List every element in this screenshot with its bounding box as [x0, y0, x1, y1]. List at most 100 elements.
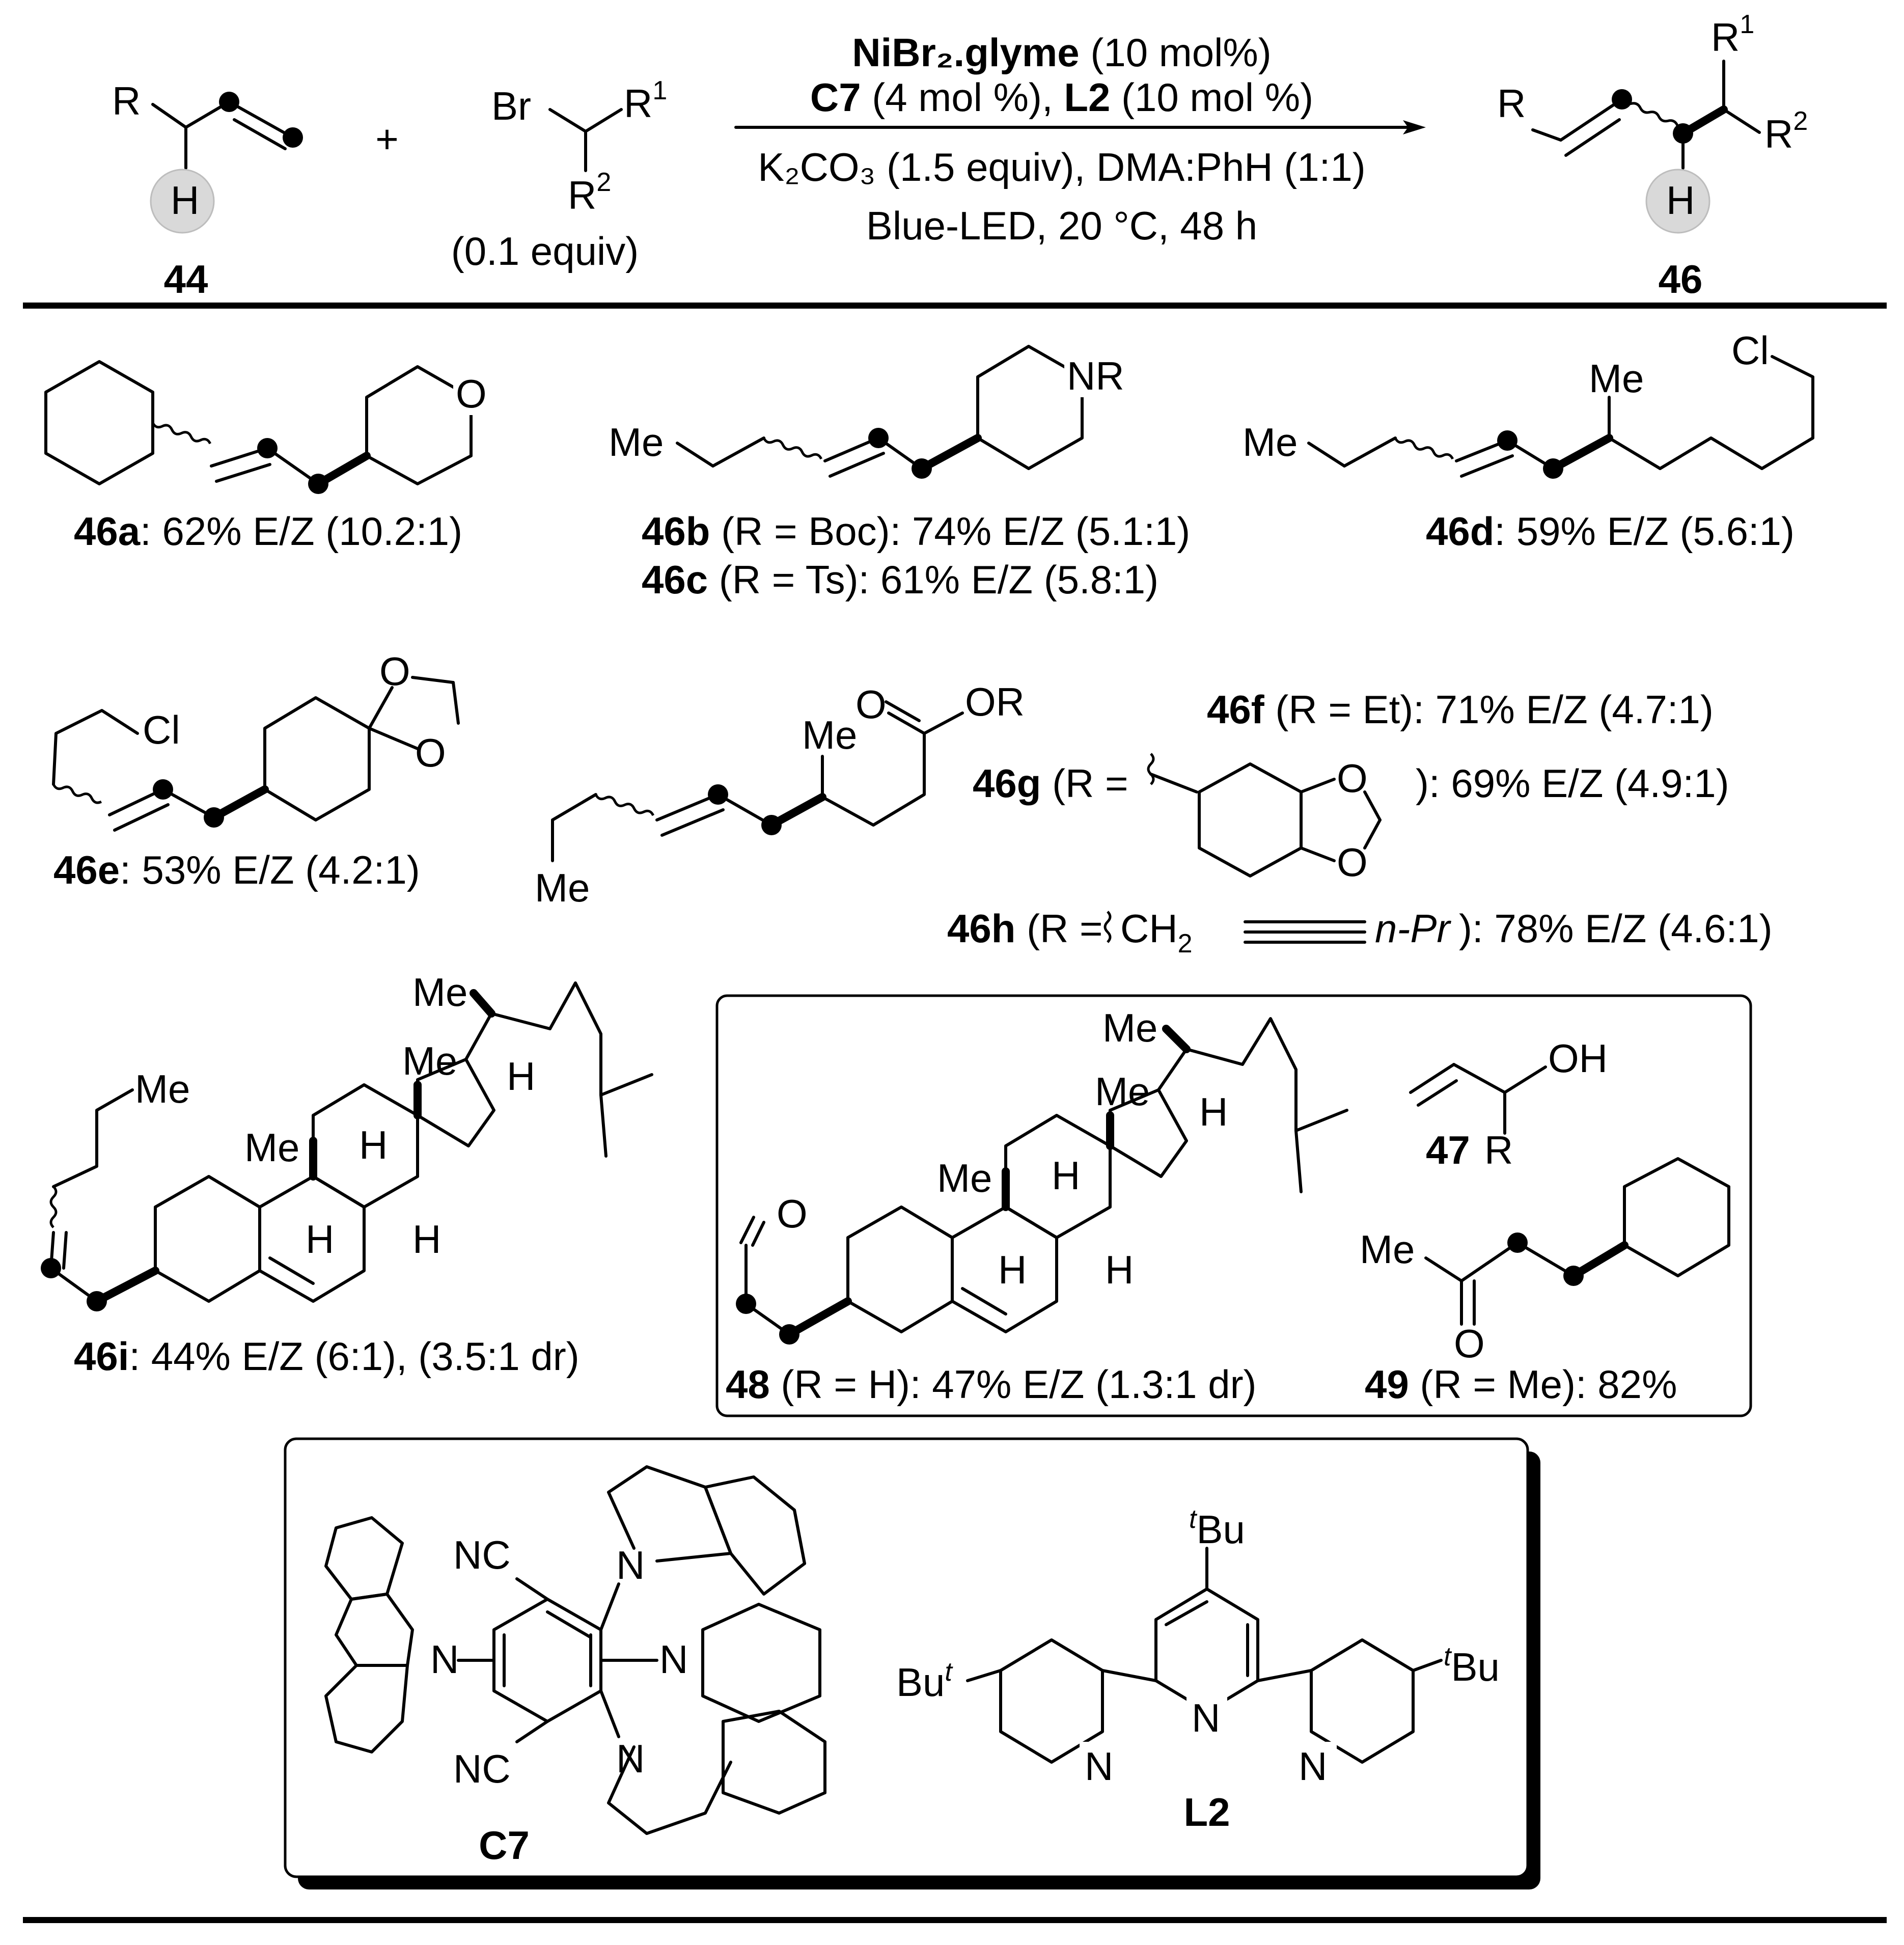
me-label: Me: [135, 1066, 190, 1111]
bromide-equiv: (0.1 equiv): [451, 229, 639, 273]
catalyst-box: [284, 1437, 1529, 1878]
caption-46c: 46c (R = Ts): 61% E/Z (5.8:1): [642, 557, 1158, 602]
oxygen-label: O: [379, 649, 410, 694]
compound-46e: Cl O O 46e: 53% E/Z (4.2:1): [52, 649, 460, 892]
r1-label: R1: [624, 76, 667, 126]
compound-46a: O 46a: 62% E/Z (10.2:1): [44, 360, 489, 554]
compound-49: Me O 49 (R = Me): 82%: [1360, 1157, 1730, 1407]
me-label: Me: [535, 865, 590, 910]
conditions-line-3: K₂CO₃ (1.5 equiv), DMA:PhH (1:1): [758, 145, 1365, 189]
caption-46e: 46e: 53% E/Z (4.2:1): [53, 847, 420, 892]
cyclohexane-ring: [263, 696, 371, 821]
methyl-label: Me: [1102, 1005, 1157, 1050]
attachment-wavy: [1103, 911, 1112, 943]
methyl-label: Me: [937, 1156, 992, 1200]
compound-46b: Me NR 46b (R = Boc): 74% E/Z (5.1:1) 46c…: [609, 345, 1190, 602]
caption-46i: 46i: 44% E/Z (6:1), (3.5:1 dr): [74, 1334, 580, 1379]
methyl-label: Me: [802, 713, 857, 757]
h-label: H: [359, 1122, 388, 1167]
plus-sign: +: [375, 117, 399, 161]
r2-label: R2: [568, 168, 611, 217]
n-label: N: [1192, 1695, 1220, 1740]
compound-number-47: 47: [1426, 1128, 1470, 1172]
me-label: Me: [609, 420, 664, 464]
hydroxyl-label: OH: [1548, 1036, 1608, 1081]
br-label: Br: [491, 84, 531, 128]
ligand-l2-label: L2: [1183, 1790, 1230, 1834]
h-label: H: [171, 178, 199, 223]
n-label: N: [1085, 1744, 1113, 1789]
carbon-dot: [283, 127, 303, 148]
npr-label: n-Pr: [1375, 906, 1451, 951]
svg-text:): 78% E/Z (4.6:1): ): 78% E/Z (4.6:1): [1459, 906, 1773, 951]
carbazole-core: [701, 1603, 821, 1723]
nr-label: NR: [1067, 353, 1124, 398]
hydrogen-sphere: [1645, 169, 1710, 234]
carbazole-benzo: [324, 1664, 409, 1754]
conditions-line-4: Blue-LED, 20 °C, 48 h: [866, 203, 1257, 248]
but-label: But: [896, 1657, 953, 1705]
caption-46a: 46a: 62% E/Z (10.2:1): [74, 509, 462, 554]
ch2-label: CH2: [1120, 906, 1193, 958]
caption-46d: 46d: 59% E/Z (5.6:1): [1426, 509, 1795, 554]
reactant-alkene-44: R H 44: [112, 78, 303, 302]
caption-46b: 46b (R = Boc): 74% E/Z (5.1:1): [642, 509, 1190, 554]
oxygen-label: O: [415, 730, 446, 775]
ring-a: [846, 1206, 954, 1333]
product-r2-label: R2: [1764, 106, 1808, 156]
conditions-line-2: C7 (4 mol %), L2 (10 mol %): [810, 75, 1313, 120]
oxygen-label: O: [1337, 756, 1368, 801]
svg-text:46g (R =: 46g (R =: [973, 761, 1128, 806]
carbonyl-oxygen-label: O: [1454, 1321, 1485, 1366]
tbu-label: tBu: [1444, 1642, 1500, 1689]
h-label: H: [998, 1247, 1027, 1292]
tbu-label: tBu: [1189, 1504, 1245, 1552]
carbon-dot: [1673, 123, 1693, 144]
ring-a: [154, 1175, 261, 1303]
cyclohexane-ring: [44, 360, 154, 485]
h-label: H: [1199, 1089, 1228, 1134]
methyl-label: Me: [1589, 356, 1644, 401]
reactant-bromide: Br R1 R2 (0.1 equiv): [451, 76, 668, 273]
methyl-label: Me: [402, 1038, 457, 1083]
carbonyl-oxygen-label: O: [856, 682, 887, 727]
nitrile-label: NC: [453, 1532, 511, 1577]
product-r1-label: R1: [1711, 10, 1754, 60]
n-label: N: [430, 1637, 459, 1682]
compound-46i: Me Me Me Me H H H H 46i: 44% E/Z (6:1), …: [41, 970, 653, 1379]
n-label: N: [616, 1543, 645, 1587]
arrow-head: [1403, 120, 1426, 134]
n-label: N: [659, 1637, 688, 1682]
svg-text:): 69% E/Z (4.9:1): ): 69% E/Z (4.9:1): [1416, 761, 1729, 806]
carbazole-benzo: [324, 1516, 404, 1601]
me-label: Me: [1243, 420, 1298, 464]
caption-46f: 46f (R = Et): 71% E/Z (4.7:1): [1207, 687, 1714, 732]
compound-number-46: 46: [1659, 257, 1703, 302]
caption-46g: 46g (R = O O ): 69% E/Z (4.9:1): [973, 753, 1729, 885]
compound-46d: Me Me Cl 46d: 59% E/Z (5.6:1): [1243, 328, 1814, 554]
carbon-dot: [219, 92, 239, 112]
chloro-label: Cl: [1731, 328, 1769, 373]
hydrogen-sphere: [150, 169, 215, 234]
caption-48: 48 (R = H): 47% E/Z (1.3:1 dr): [726, 1362, 1257, 1407]
compound-48: O Me Me Me H H H H 48 (R = H): 47% E/Z (…: [726, 1005, 1348, 1407]
product-46: R H R1 R2 46: [1497, 10, 1808, 302]
inset-box-48-49: [715, 994, 1752, 1417]
me-label: Me: [1360, 1227, 1415, 1272]
r-label: R: [112, 78, 141, 123]
oxygen-label: O: [456, 371, 487, 416]
h-label: H: [306, 1217, 334, 1262]
ligand-l2: N tBu N But N tBu L2: [896, 1504, 1500, 1834]
methyl-label: Me: [412, 970, 467, 1015]
caption-46h: 46h (R = CH2 n-Pr ): 78% E/Z (4.6:1): [947, 906, 1773, 958]
attachment-wavy: [1147, 753, 1155, 785]
n-label: N: [1299, 1744, 1327, 1789]
chloro-label: Cl: [143, 707, 180, 752]
h-label: H: [412, 1217, 441, 1262]
compound-47: OH 47 R: [1409, 1036, 1608, 1172]
nitrile-label: NC: [453, 1746, 511, 1791]
svg-text:46h (R =: 46h (R =: [947, 906, 1103, 951]
product-h-label: H: [1666, 178, 1695, 223]
methyl-label: Me: [1095, 1069, 1150, 1114]
